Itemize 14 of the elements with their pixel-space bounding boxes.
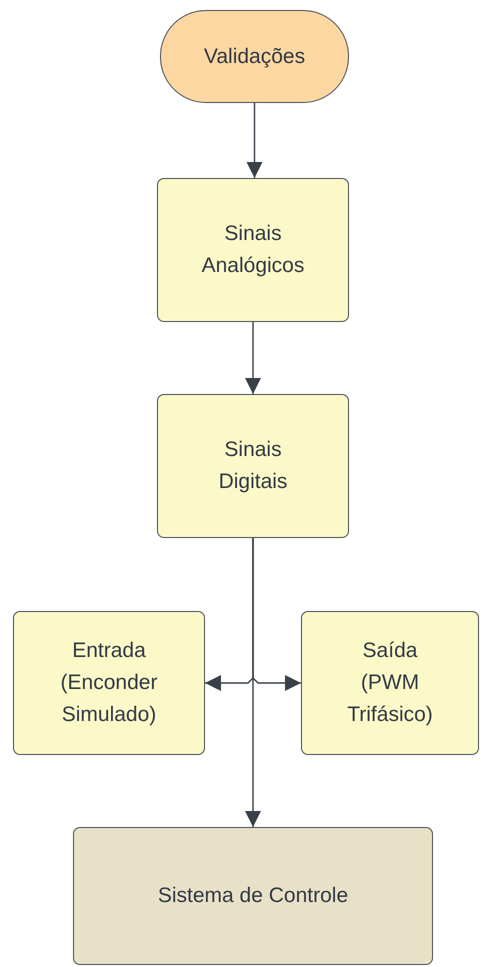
node-label: Sinais Digitais [218,437,288,495]
node-label: Sinais Analógicos [200,221,306,279]
node-label: Sistema de Controle [156,883,350,909]
arrow [245,538,261,827]
process-box [157,394,349,538]
node-label: Validações [202,44,306,70]
arrow [245,322,261,394]
node-label: Saída (PWM Trifásico) [346,638,434,728]
system-box [73,827,433,965]
node-label: Entrada (Enconder Simulado) [60,638,158,728]
process-box [301,611,479,755]
process-box [157,178,349,322]
process-box [13,611,205,755]
arrow [246,103,262,178]
